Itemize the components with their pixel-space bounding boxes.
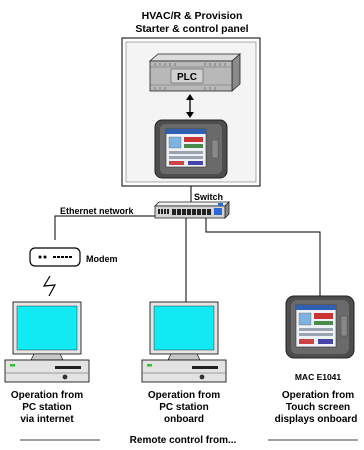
caption-line: Operation from [11, 390, 83, 401]
ethernet-network-label: Ethernet network [60, 206, 135, 216]
caption-line: PC station [159, 402, 208, 413]
plc-hmi-link-arrow [186, 94, 194, 118]
device-model-label: MAC E1041 [295, 372, 342, 382]
station-caption-onboard: Operation from PC station onboard [148, 390, 220, 425]
caption-line: Operation from [148, 390, 220, 401]
touch-screen-display [285, 295, 355, 359]
caption-line: onboard [164, 414, 204, 425]
modem-device [29, 247, 81, 267]
panel-title-line1: HVAC/R & Provision [142, 10, 243, 22]
modem-label: Modem [86, 254, 118, 264]
station-caption-internet: Operation from PC station via internet [11, 390, 83, 425]
internet-link-icon [42, 275, 57, 297]
station-caption-touchscreen: Operation from Touch screen displays onb… [275, 390, 358, 425]
footer-label: Remote control from... [130, 435, 237, 446]
panel-title-line2: Starter & control panel [135, 23, 248, 35]
caption-line: Touch screen [286, 402, 350, 413]
caption-line: Operation from [282, 390, 354, 401]
caption-line: displays onboard [275, 414, 358, 425]
caption-line: PC station [22, 402, 71, 413]
switch-label: Switch [194, 192, 223, 202]
ethernet-switch [154, 201, 230, 219]
caption-line: via internet [20, 414, 74, 425]
plc-device: PLC [148, 53, 242, 92]
pc-station-internet [4, 301, 90, 383]
hmi-touch-panel [154, 119, 228, 179]
pc-station-onboard [141, 301, 227, 383]
network-lines [54, 215, 321, 302]
plc-label: PLC [177, 72, 197, 83]
